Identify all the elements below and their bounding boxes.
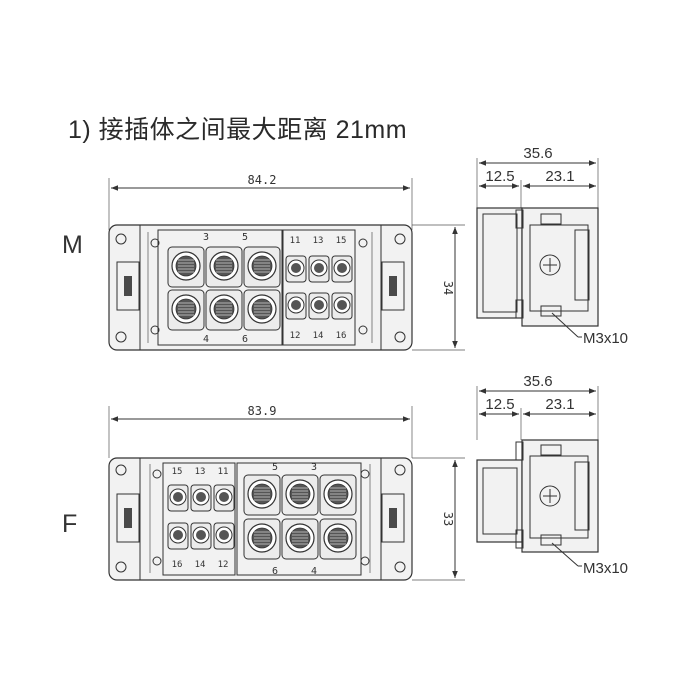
height-dimension-m: 34: [412, 224, 465, 351]
power-contacts-m: [167, 246, 281, 331]
screw-spec-f: M3x10: [583, 560, 628, 577]
width-dimension-m: 84.2: [108, 173, 413, 230]
signal-contact: [285, 255, 307, 283]
power-contact: [243, 289, 281, 331]
power-contact: [319, 518, 357, 560]
height-dimension-f: 33: [412, 457, 465, 581]
connector-front-view-m: 3 5 11 13 15 4 6 12 14 16: [108, 224, 413, 351]
contact-number: 14: [313, 331, 324, 341]
contact-number: 11: [290, 236, 301, 246]
signal-contact: [167, 522, 189, 550]
side-right-dim-m: 23.1: [545, 168, 574, 185]
contact-number: 12: [218, 560, 229, 570]
row-label-f: F: [62, 510, 77, 538]
signal-contact: [213, 484, 235, 512]
contact-number: 4: [203, 334, 209, 345]
contact-number: 16: [172, 560, 183, 570]
contact-number: 5: [272, 462, 278, 473]
width-dimension-f: 83.9: [108, 404, 413, 458]
height-dim-value-f: 33: [441, 512, 455, 526]
connector-front-view-f: 15 13 11 5 3 16 14 12 6 4: [108, 457, 413, 581]
signal-contact: [190, 484, 212, 512]
contact-number: 15: [172, 467, 183, 477]
power-contact: [167, 246, 205, 288]
side-left-dim-f: 12.5: [485, 396, 514, 413]
contact-number: 11: [218, 467, 229, 477]
power-contact: [243, 474, 281, 516]
contact-number: 3: [203, 232, 209, 243]
connector-side-view-m: 35.6 12.5 23.1 M3x10: [476, 145, 628, 347]
row-m: M 84.2 34: [62, 145, 628, 351]
width-dim-value-m: 84.2: [248, 173, 277, 187]
power-contact: [243, 246, 281, 288]
side-right-dim-f: 23.1: [545, 396, 574, 413]
signal-contact: [213, 522, 235, 550]
contact-number: 6: [272, 566, 278, 577]
page-title: 1) 接插体之间最大距离 21mm: [68, 116, 408, 144]
contact-number: 3: [311, 462, 317, 473]
contact-number: 14: [195, 560, 206, 570]
power-contact: [205, 246, 243, 288]
contact-number: 12: [290, 331, 301, 341]
contact-number: 6: [242, 334, 248, 345]
power-contact: [205, 289, 243, 331]
power-contact: [243, 518, 281, 560]
signal-contact: [331, 292, 353, 320]
row-f: F 83.9 33: [62, 373, 628, 581]
signal-contact: [167, 484, 189, 512]
contact-number: 13: [313, 236, 324, 246]
width-dim-value-f: 83.9: [248, 404, 277, 418]
signal-contacts-m: [285, 255, 353, 320]
signal-contact: [285, 292, 307, 320]
power-contact: [281, 518, 319, 560]
corner-screws-m: [115, 233, 406, 343]
contact-number: 15: [336, 236, 347, 246]
signal-contact: [308, 255, 330, 283]
screw-spec-m: M3x10: [583, 330, 628, 347]
contact-number: 16: [336, 331, 347, 341]
power-contacts-f: [243, 474, 357, 560]
side-left-dim-m: 12.5: [485, 168, 514, 185]
contact-number: 4: [311, 566, 317, 577]
contact-number: 13: [195, 467, 206, 477]
height-dim-value-m: 34: [441, 281, 455, 295]
contact-number: 5: [242, 232, 248, 243]
signal-contact: [308, 292, 330, 320]
signal-contact: [331, 255, 353, 283]
power-contact: [167, 289, 205, 331]
corner-screws-f: [115, 464, 406, 573]
signal-contacts-f: [167, 484, 235, 550]
signal-contact: [190, 522, 212, 550]
side-overall-dim-f: 35.6: [523, 373, 552, 390]
side-overall-dim-m: 35.6: [523, 145, 552, 162]
power-contact: [281, 474, 319, 516]
connector-side-view-f: 35.6 12.5 23.1 M3x10: [476, 373, 628, 577]
power-contact: [319, 474, 357, 516]
row-label-m: M: [62, 231, 83, 259]
